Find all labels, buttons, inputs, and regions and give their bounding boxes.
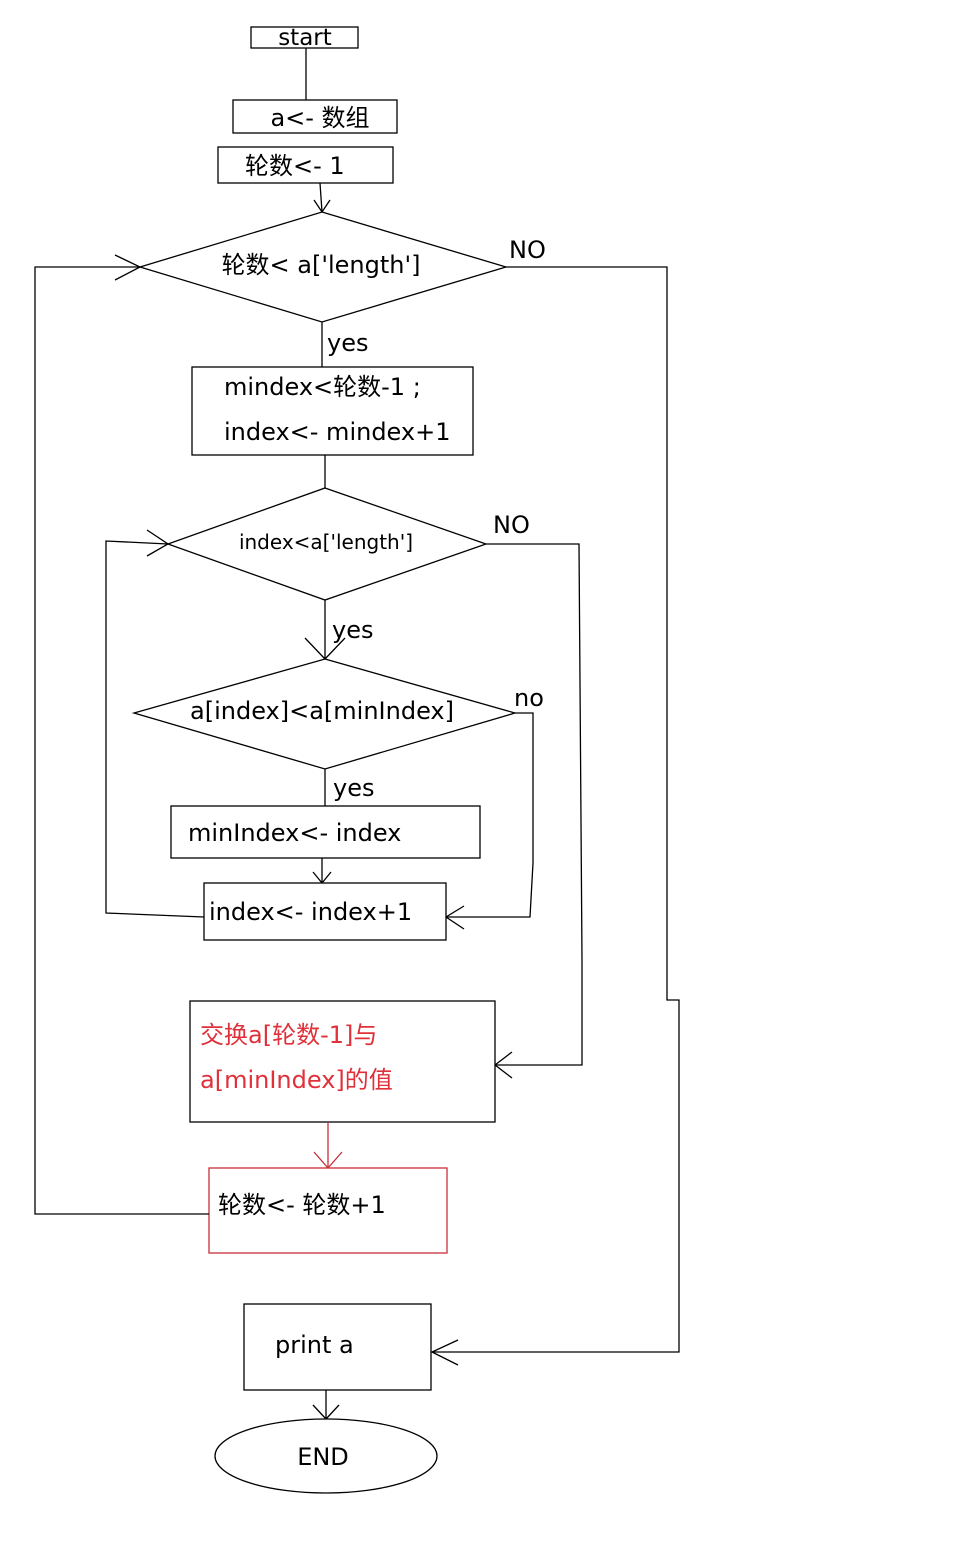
print-node [243,1303,432,1391]
arrowhead-inner-loop [146,529,170,557]
compare-condition-label: a[index]<a[minIndex] [190,697,454,725]
connector-inner-loop-back [105,540,205,918]
outer-no-label: NO [509,236,546,264]
start-label: start [278,25,332,51]
print-label: print a [275,1331,354,1359]
outer-yes-label: yes [327,329,368,357]
increment-index-node [203,882,447,941]
increment-round-label: 轮数<- 轮数+1 [218,1191,386,1219]
assign-min-node [170,805,481,859]
init-indices-line2: index<- mindex+1 [224,418,450,446]
increment-round-node [208,1167,448,1254]
inner-condition-label: index<a['length'] [239,530,413,554]
arrowhead-print [430,1339,459,1366]
init-array-node [232,99,398,134]
connector-round-to-outer [319,182,323,213]
end-label: END [297,1443,349,1471]
connector-compare-no [446,712,534,918]
inner-yes-label: yes [332,616,373,644]
init-round-node [217,146,394,184]
swap-line2: a[minIndex]的值 [200,1066,393,1094]
swap-node [189,1000,496,1123]
connector-outer-loop-back [34,266,209,1215]
assign-min-label: minIndex<- index [188,819,401,847]
compare-no-label: no [514,684,544,712]
compare-yes-label: yes [333,774,374,802]
connector-inner-no [486,543,583,1066]
outer-condition-label: 轮数< a['length'] [222,251,421,279]
init-array-label: a<- 数组 [270,104,369,132]
end-node [214,1418,438,1494]
start-node [250,26,359,49]
arrowhead-outer-loop [114,254,142,281]
connector-outer-no [432,266,680,1353]
swap-line1: 交换a[轮数-1]与 [200,1021,377,1049]
increment-index-label: index<- index+1 [209,898,412,926]
init-round-label: 轮数<- 1 [245,152,345,180]
init-indices-node [191,366,474,456]
inner-no-label: NO [493,511,530,539]
init-indices-line1: mindex<轮数-1 ; [224,373,421,401]
